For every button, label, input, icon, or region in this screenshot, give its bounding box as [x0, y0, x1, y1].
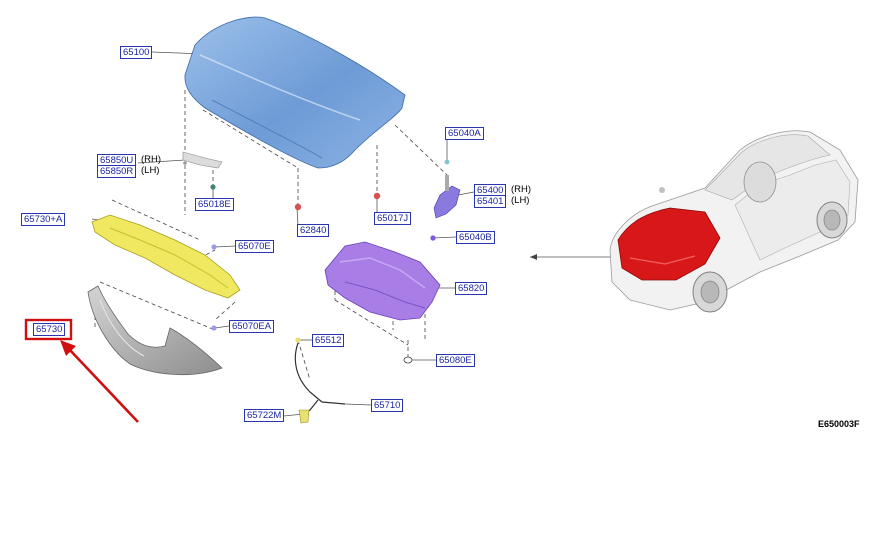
callout-grommet[interactable]: 65080E [436, 354, 475, 367]
callout-bumper-b[interactable]: 65070EA [229, 320, 275, 333]
callout-bumper-c[interactable]: 62840 [297, 224, 330, 237]
side-label-lh-lock: (LH) [511, 195, 530, 206]
callout-striker[interactable]: 65040B [456, 231, 495, 244]
callout-cable[interactable]: 65710 [371, 399, 404, 412]
callout-bumper-a[interactable]: 65070E [235, 240, 274, 253]
side-label-rh-lock: (RH) [511, 184, 532, 195]
hood-panel [184, 16, 406, 169]
hood-bumpers [211, 159, 450, 364]
hood-support-bracket [91, 214, 241, 299]
side-label-lh-hinge: (LH) [141, 165, 160, 176]
callout-stay-clip[interactable]: 65017J [374, 212, 412, 225]
front-garnish [87, 285, 223, 376]
callout-clip[interactable]: 65018E [195, 198, 234, 211]
callout-lock[interactable]: 65040A [445, 127, 484, 140]
hood-hinges [182, 151, 223, 190]
callout-hood[interactable]: 65100 [120, 46, 153, 59]
callout-garnish[interactable]: 65730 [33, 323, 66, 336]
hood-insulator [324, 241, 441, 321]
side-label-rh-hinge: (RH) [141, 154, 162, 165]
highlight-arrow [60, 340, 139, 423]
hood-lock [433, 175, 461, 219]
callout-support[interactable]: 65730+A [21, 213, 66, 226]
hood-release-cable [294, 342, 346, 424]
callout-insulator[interactable]: 65820 [455, 282, 488, 295]
callout-cable-clip[interactable]: 65512 [312, 334, 345, 347]
callout-lock-lh[interactable]: 65401 [474, 195, 507, 208]
callout-hinge-lh[interactable]: 65850R [97, 165, 137, 178]
assembly-lines [94, 90, 448, 381]
vehicle-location-illustration [609, 130, 859, 313]
figure-id: E650003F [818, 419, 860, 429]
highlight-box [24, 318, 73, 341]
callout-handle[interactable]: 65722M [244, 409, 285, 422]
